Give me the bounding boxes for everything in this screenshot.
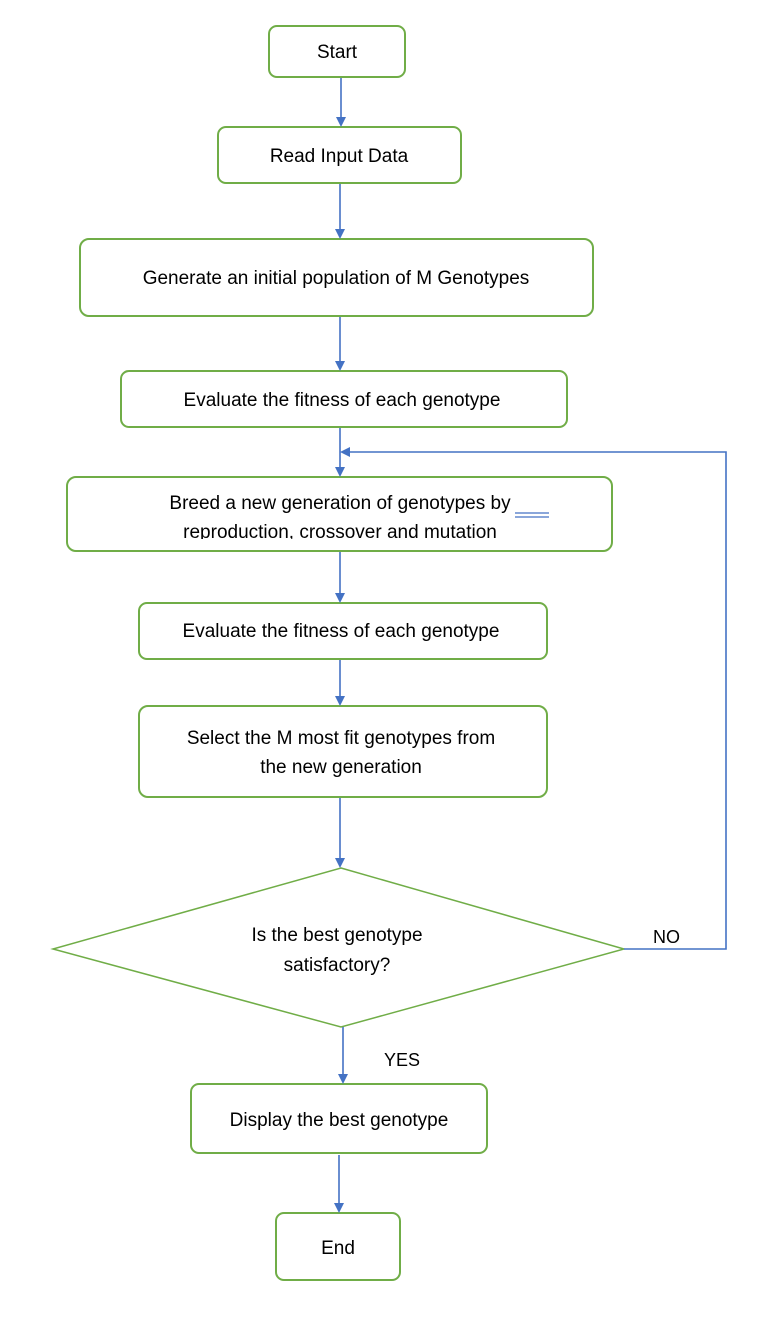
read-input-node: Read Input Data <box>217 126 462 184</box>
evaluate-new-node: Evaluate the fitness of each genotype <box>138 602 548 660</box>
breed-label-line2: reproduction, crossover and mutation <box>183 522 497 543</box>
end-label: End <box>321 1238 355 1259</box>
breed-label-line1: Breed a new generation of genotypes by <box>169 493 511 514</box>
breed-node: Breed a new generation of genotypes by r… <box>66 476 613 552</box>
yes-label: YES <box>384 1050 420 1070</box>
start-label: Start <box>317 42 358 63</box>
generate-population-node: Generate an initial population of M Geno… <box>79 238 594 317</box>
read-input-label: Read Input Data <box>270 146 409 167</box>
evaluate-initial-label: Evaluate the fitness of each genotype <box>184 390 501 411</box>
decision-label-line1: Is the best genotype <box>251 925 422 946</box>
select-node: Select the M most fit genotypes from the… <box>138 705 548 798</box>
start-node: Start <box>268 25 406 78</box>
decision-node: Is the best genotype satisfactory? <box>50 867 627 1028</box>
spellcheck-underline <box>515 512 549 518</box>
evaluate-initial-node: Evaluate the fitness of each genotype <box>120 370 568 428</box>
decision-label-line2: satisfactory? <box>284 955 391 976</box>
select-label-line1: Select the M most fit genotypes from <box>187 728 495 749</box>
no-label: NO <box>653 927 680 947</box>
select-label-line2: the new generation <box>260 757 422 778</box>
evaluate-new-label: Evaluate the fitness of each genotype <box>183 621 500 642</box>
arrow-no-loop-back <box>340 447 727 950</box>
display-best-label: Display the best genotype <box>230 1110 449 1131</box>
display-best-node: Display the best genotype <box>190 1083 488 1154</box>
end-node: End <box>275 1212 401 1281</box>
generate-population-label: Generate an initial population of M Geno… <box>143 268 530 289</box>
